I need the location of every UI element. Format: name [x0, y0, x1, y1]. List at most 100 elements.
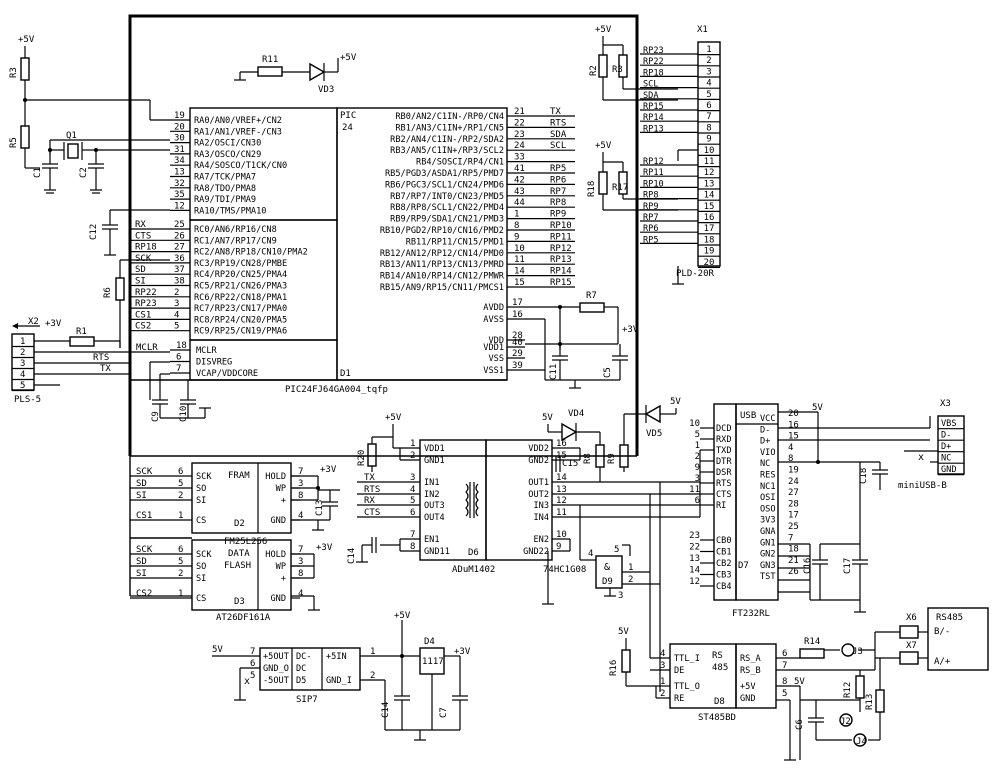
- mcu-rc-pin-signal: CS2: [135, 322, 151, 332]
- fram-right-pin-number: 7: [298, 467, 303, 477]
- ft-left-pin-number: 23: [689, 531, 700, 541]
- x1-pin-number: 9: [706, 135, 711, 145]
- x1-net-label: RP12: [643, 157, 664, 167]
- x3-part: miniUSB-B: [898, 481, 947, 491]
- ft-left-pin-function: DSR: [716, 468, 732, 478]
- resistor-r8: [579, 302, 605, 313]
- iso-right-pin-function: GND2: [528, 456, 549, 466]
- iso-right-pin-number: 13: [556, 485, 567, 495]
- iso-left-pin-number: 4: [410, 485, 415, 495]
- iso-right-pin-function: EN2: [533, 535, 549, 545]
- mcu-power-pin-number: 40: [512, 338, 523, 348]
- left-network: +5V R3 R5 Q1 C1 C2: [9, 35, 357, 348]
- mcu-part: PIC24FJ64GA004_tqfp: [285, 385, 388, 395]
- x3-pin-label: NC: [941, 454, 951, 464]
- ldo-in-supply: +5V: [394, 611, 411, 621]
- iso-left-pin-number: 1: [410, 439, 415, 449]
- fram-left-pin-signal: SD: [136, 479, 147, 489]
- rs-left-pin-function: RE: [674, 694, 684, 704]
- x3-pin-label: D-: [941, 431, 951, 441]
- mcu-right-pin-function: RB1/AN3/C1IN+/RP1/CN5: [395, 123, 504, 133]
- fram-type: FRAM: [228, 471, 250, 481]
- resistor-r12: [855, 675, 865, 699]
- mcu-right-pin-signal: SDA: [550, 130, 567, 140]
- gate-pin3: 3: [618, 591, 623, 601]
- mcu-rc-pin-number: 37: [174, 265, 185, 275]
- x2-pin-number: 1: [20, 337, 25, 347]
- fram-left-pin-function: SCK: [196, 472, 212, 482]
- flash-right-pin-number: 3: [298, 557, 303, 567]
- x2-pin-number: 5: [20, 381, 25, 391]
- ft-right-pin-number: 27: [788, 488, 799, 498]
- x1-pin-number: 1: [706, 45, 711, 55]
- mcu-rc-pin-function: RC4/RP20/CN25/PMA4: [194, 270, 287, 280]
- fram-left-pin-function: SO: [196, 484, 206, 494]
- mcu-right-pin-number: 8: [514, 221, 519, 231]
- ft-supply: 5V: [812, 403, 823, 413]
- j2-label: J2: [840, 717, 851, 727]
- ft-left-pin-function: RTS: [716, 479, 732, 489]
- x1-pin-number: 6: [706, 101, 711, 111]
- mcu-left-pin-number: 35: [174, 190, 185, 200]
- mcu-right-pin-signal: RP9: [550, 210, 566, 220]
- mcu-right-pin-signal: RP14: [550, 267, 572, 277]
- mcu-left-pin-function: RA9/TDI/PMA9: [194, 195, 256, 205]
- mcu-right-pin-signal: RTS: [550, 118, 566, 128]
- mcu-right-pin-number: 10: [514, 244, 525, 254]
- ft-left-pin-function: CB4: [716, 582, 732, 592]
- flash-right-pin-function: +: [281, 574, 286, 584]
- led-vd3: [309, 62, 326, 82]
- mcu-rc-pin-signal: SD: [135, 265, 146, 275]
- ft-right-pin-number: 16: [788, 420, 799, 430]
- supply-label: +5V: [18, 35, 35, 45]
- resistor-r11: [257, 66, 283, 77]
- mcu-right-pin-signal: RP6: [550, 175, 566, 185]
- r2-label: R2: [589, 65, 599, 76]
- rs-right-pin-function: RS_A: [740, 654, 762, 664]
- fram-supply: +3V: [320, 465, 337, 475]
- mcu-rc-pin-number: 36: [174, 254, 185, 264]
- mcu-left-pin-number: 20: [174, 122, 185, 132]
- mcu-right-pin-function: RB10/PGD2/RP10/CN16/PMD2: [380, 226, 504, 236]
- r11-label: R11: [262, 55, 278, 65]
- r14-label: R14: [804, 637, 820, 647]
- j4-label: J4: [856, 737, 867, 747]
- mcu-left-pin-number: 31: [174, 145, 185, 155]
- rs-mid1: RS: [712, 651, 723, 661]
- x1-pin-number: 13: [704, 179, 715, 189]
- vd4-label: VD4: [568, 409, 584, 419]
- rs-left-pin-function: DE: [674, 666, 684, 676]
- mcu-right-pin-signal: RP11: [550, 232, 572, 242]
- power-decoupling: R7 +3V C11 C5: [525, 291, 639, 389]
- resistor-r13: [875, 689, 885, 713]
- ft-left-pin-number: 13: [689, 554, 700, 564]
- connector-x7: [899, 651, 919, 665]
- mcu-left-pin-number: 34: [174, 156, 185, 166]
- vd3-label: VD3: [318, 85, 334, 95]
- mcu-right-pin-number: 11: [514, 255, 525, 265]
- mcu-right-pin-number: 33: [514, 153, 525, 163]
- mcu-rc-pin-number: 4: [174, 310, 179, 320]
- mcu-rc-pin-function: RC6/RP22/CN18/PMA1: [194, 293, 287, 303]
- flash-left-pin-signal: SD: [136, 557, 147, 567]
- rs-mid2: 485: [712, 663, 728, 673]
- x2-net-mclr: MCLR: [136, 343, 158, 353]
- and-gate: & D9 74HC1G08 4 5 1 2 3: [543, 482, 661, 601]
- c16-label: C16: [803, 558, 813, 574]
- iso-right-pin-number: 9: [556, 542, 561, 552]
- c11-label: C12: [89, 224, 99, 240]
- ft-right-pin-number: 20: [788, 409, 799, 419]
- mcu-right-pin-number: 23: [514, 130, 525, 140]
- ft-left-pin-number: 3: [695, 474, 700, 484]
- ft-left-pin-function: DTR: [716, 457, 732, 467]
- rs-left-pin-number: 3: [660, 661, 665, 671]
- gate-sym: &: [604, 562, 610, 573]
- x2-pin-number: 4: [20, 370, 25, 380]
- mcu-power-pin-number: 39: [512, 361, 523, 371]
- x1-ref: X1: [697, 25, 708, 35]
- rs-right-pin-number: 8: [782, 677, 787, 687]
- iso-supply: +5V: [385, 413, 402, 423]
